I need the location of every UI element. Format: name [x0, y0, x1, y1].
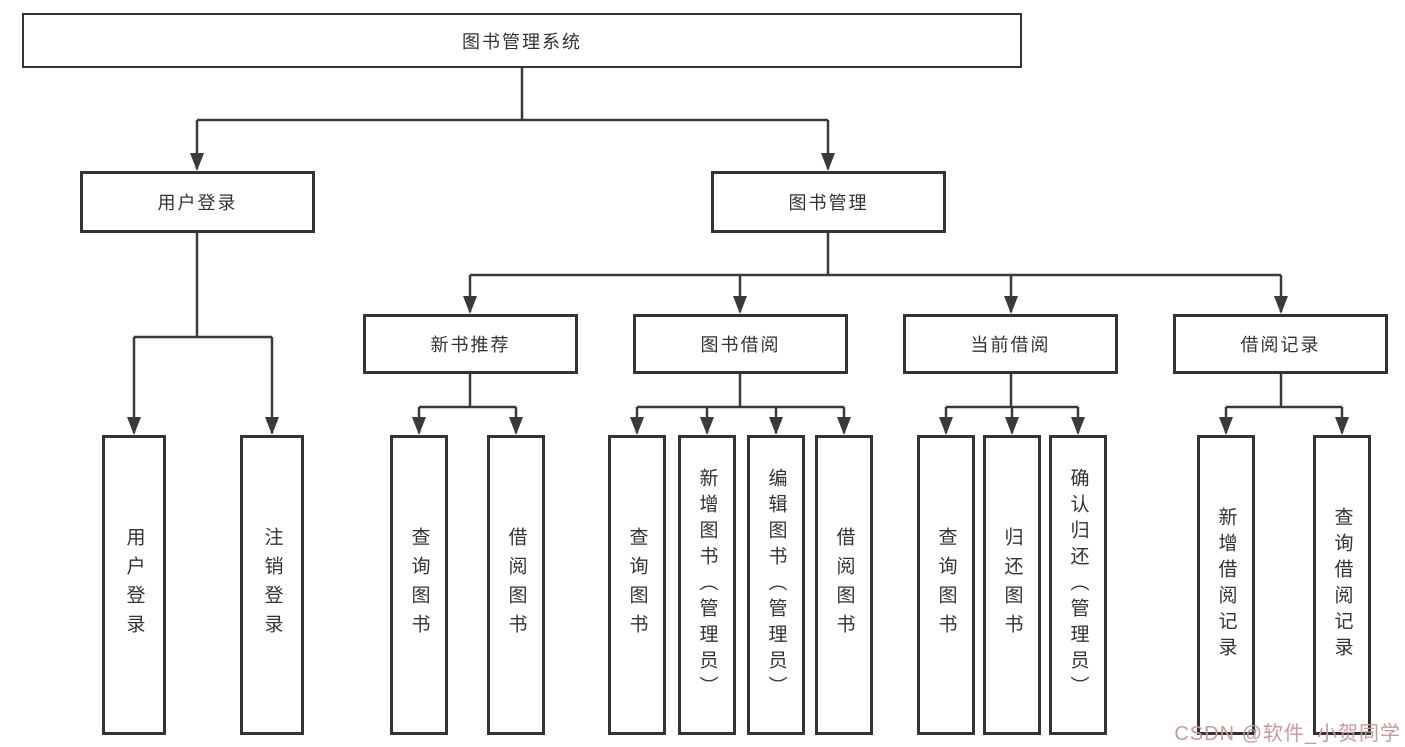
node-library-management-system: 图书管理系统 [22, 13, 1022, 68]
leaf-label: 编辑图书（管理员） [765, 468, 787, 702]
leaf-label: 借阅图书 [505, 527, 527, 643]
leaf-user-login: 用户登录 [102, 435, 166, 735]
node-book-borrow: 图书借阅 [633, 314, 848, 374]
leaf-add-books-admin: 新增图书（管理员） [678, 435, 736, 735]
leaf-label: 确认归还（管理员） [1067, 468, 1089, 702]
node-label: 图书管理系统 [462, 31, 582, 52]
leaf-borrow-books: 借阅图书 [815, 435, 873, 735]
node-label: 当前借阅 [970, 335, 1051, 355]
leaf-return-books: 归还图书 [983, 435, 1041, 735]
leaf-logout: 注销登录 [240, 435, 304, 735]
node-borrow-record: 借阅记录 [1173, 314, 1388, 374]
leaf-label: 查询借阅记录 [1331, 507, 1353, 663]
leaf-label: 新增借阅记录 [1215, 507, 1237, 663]
leaf-edit-books-admin: 编辑图书（管理员） [747, 435, 805, 735]
leaf-label: 查询图书 [408, 527, 430, 643]
leaf-add-borrow-record: 新增借阅记录 [1197, 435, 1255, 735]
leaf-query-books: 查询图书 [917, 435, 975, 735]
leaf-confirm-return-admin: 确认归还（管理员） [1049, 435, 1107, 735]
node-label: 图书管理 [788, 193, 869, 213]
leaf-label: 归还图书 [1001, 527, 1023, 643]
node-book-management: 图书管理 [711, 171, 946, 233]
leaf-query-books: 查询图书 [608, 435, 666, 735]
leaf-borrow-books: 借阅图书 [487, 435, 545, 735]
node-label: 借阅记录 [1240, 335, 1321, 355]
leaf-label: 新增图书（管理员） [696, 468, 718, 702]
node-label: 新书推荐 [430, 335, 511, 355]
node-current-borrow: 当前借阅 [903, 314, 1118, 374]
node-label: 用户登录 [157, 193, 238, 213]
leaf-label: 注销登录 [261, 527, 283, 643]
node-label: 图书借阅 [700, 335, 781, 355]
leaf-label: 借阅图书 [833, 527, 855, 643]
leaf-label: 用户登录 [123, 527, 145, 643]
leaf-label: 查询图书 [935, 527, 957, 643]
csdn-watermark: CSDN @软件_小贺同学 [1174, 723, 1401, 745]
node-user-login: 用户登录 [80, 171, 315, 233]
node-new-book-recommend: 新书推荐 [363, 314, 578, 374]
leaf-query-books: 查询图书 [390, 435, 448, 735]
leaf-query-borrow-record: 查询借阅记录 [1313, 435, 1371, 735]
leaf-label: 查询图书 [626, 527, 648, 643]
